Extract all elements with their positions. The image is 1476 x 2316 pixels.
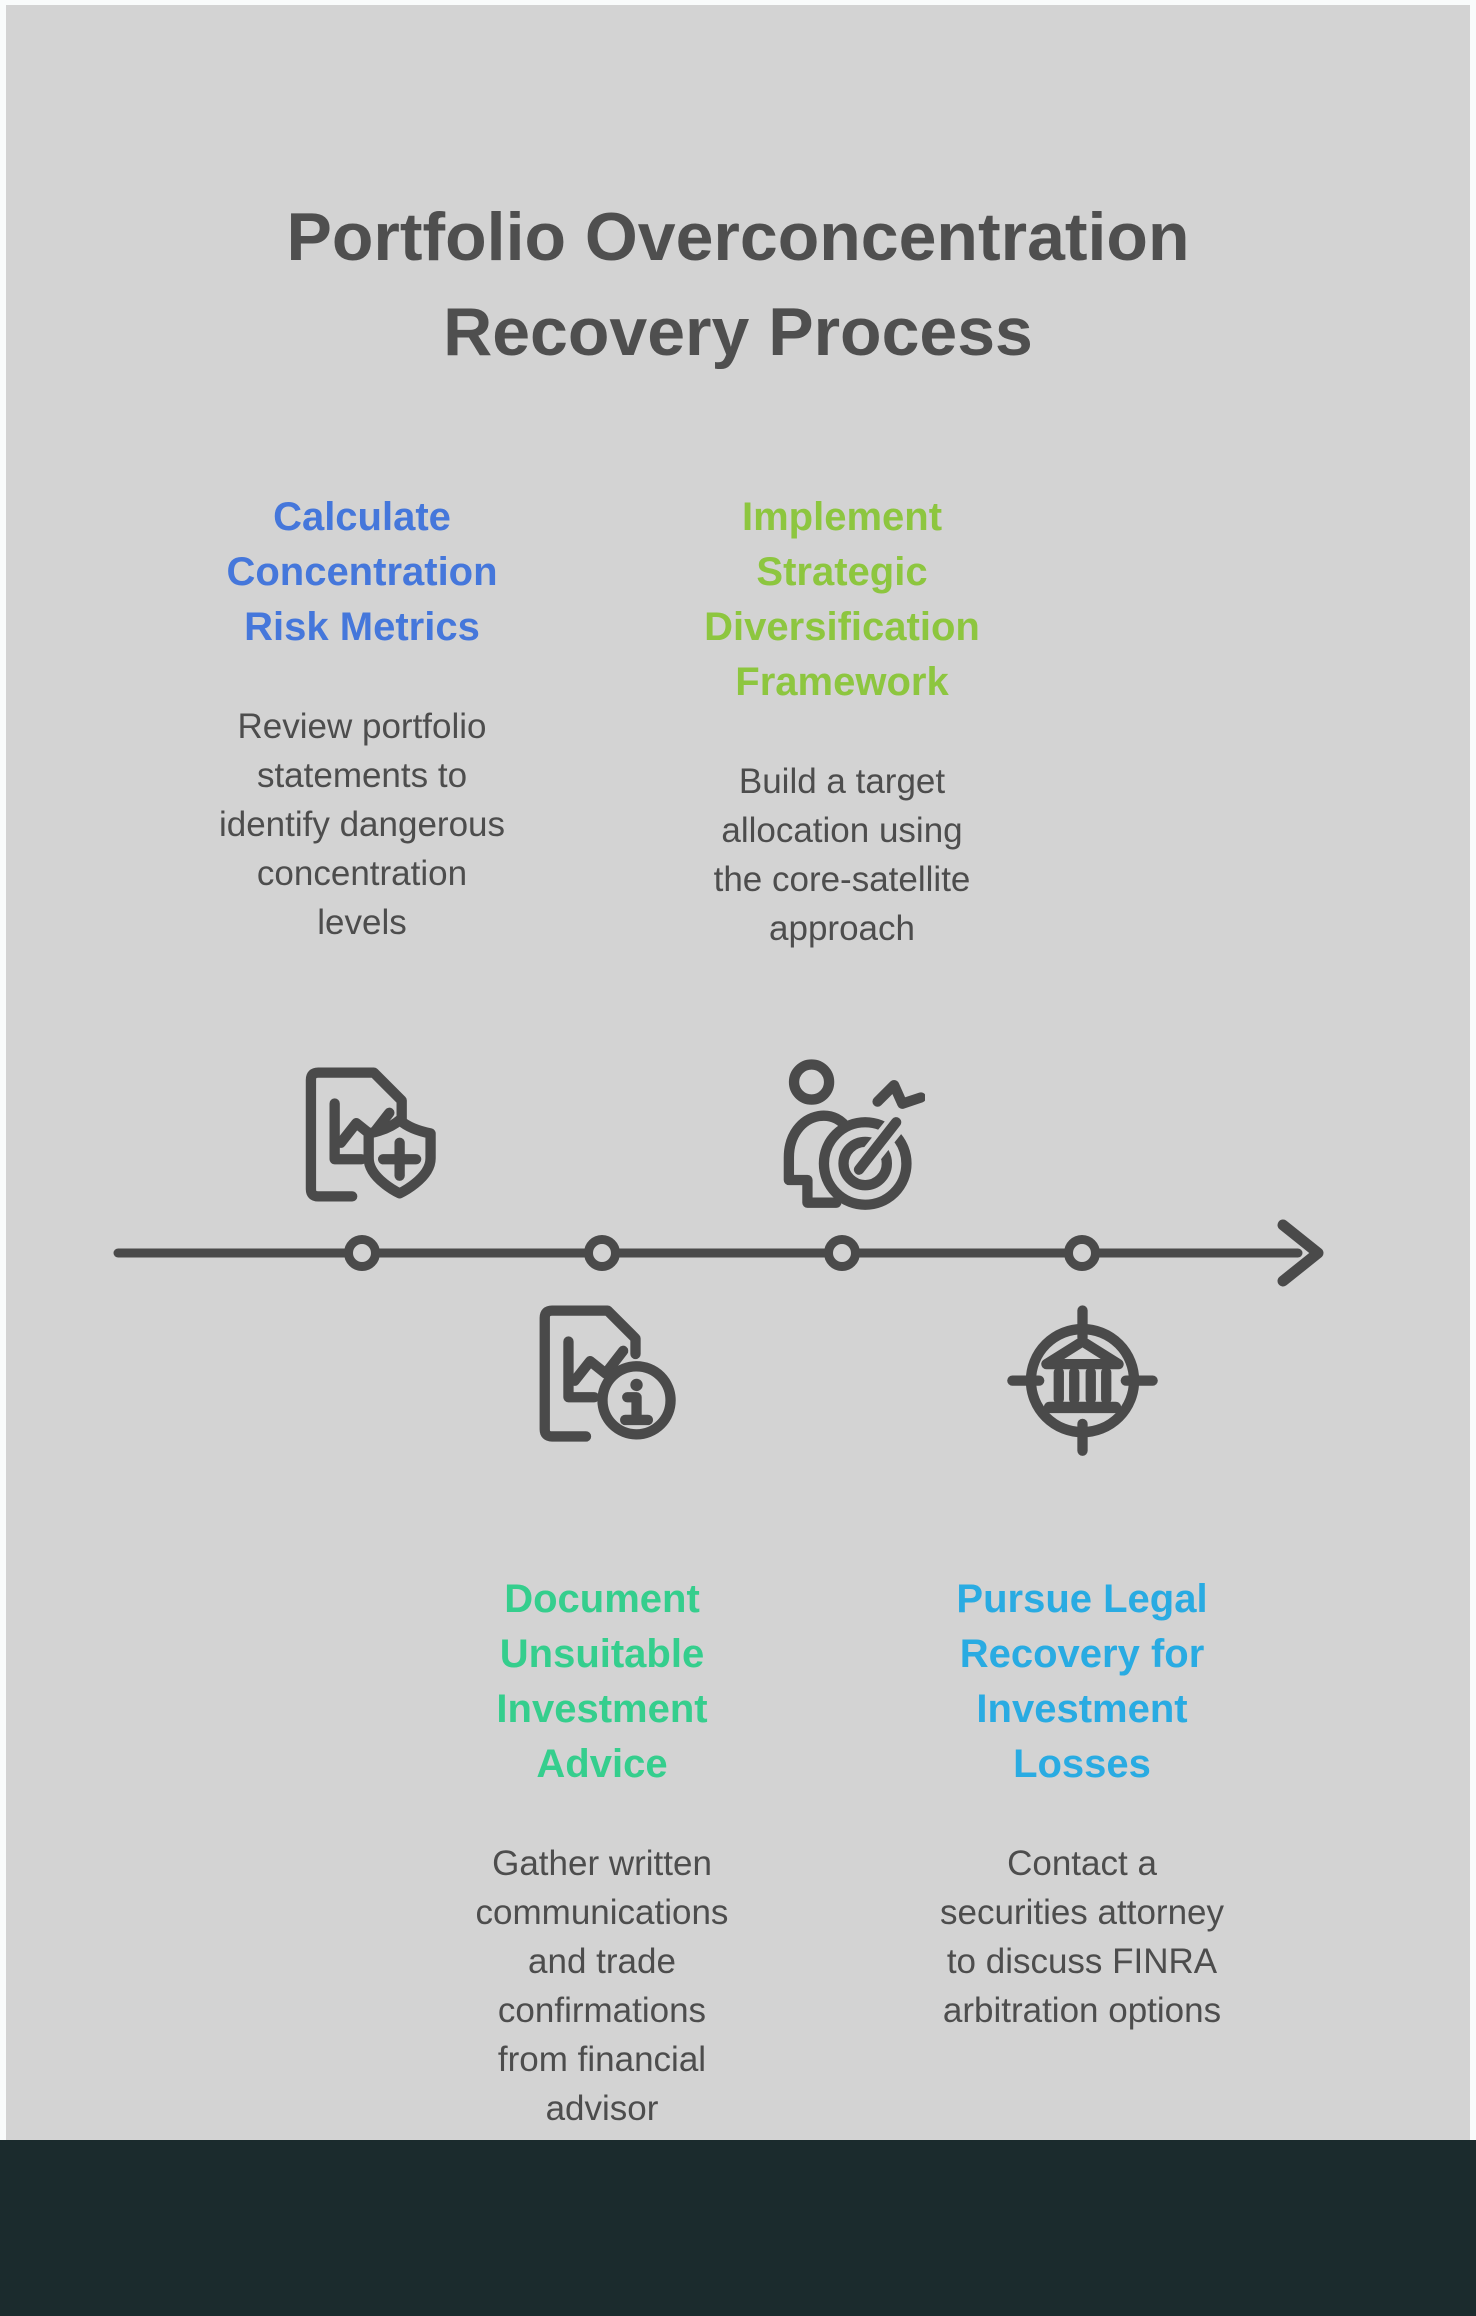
timeline-node-4 [1064, 1235, 1100, 1271]
document-chart-shield-plus-icon [305, 1067, 436, 1202]
step-title: Calculate Concentration Risk Metrics [226, 495, 498, 649]
timeline-node-3 [824, 1235, 860, 1271]
timeline-node-2 [584, 1235, 620, 1271]
step-document-unsuitable-advice: Document Unsuitable Investment Advice Ga… [402, 1572, 802, 2133]
timeline-arrow [113, 1219, 1324, 1287]
step-calculate-concentration-risk: Calculate Concentration Risk Metrics Rev… [162, 490, 562, 947]
footer-band [0, 2140, 1476, 2316]
step-description: Review portfolio statements to identify … [218, 707, 506, 942]
step-pursue-legal-recovery: Pursue Legal Recovery for Investment Los… [882, 1572, 1282, 2035]
step-description: Gather written communications and trade … [475, 1844, 729, 2128]
step-title: Pursue Legal Recovery for Investment Los… [956, 1577, 1208, 1786]
bank-crosshair-icon [1007, 1305, 1158, 1456]
page-title: Portfolio Overconcentration Recovery Pro… [286, 199, 1190, 370]
person-target-arrow-icon [783, 1059, 925, 1210]
step-description: Build a target allocation using the core… [713, 762, 971, 948]
infographic-canvas [6, 5, 1470, 2140]
step-implement-diversification: Implement Strategic Diversification Fram… [642, 490, 1042, 953]
step-description: Contact a securities attorney to discuss… [939, 1844, 1225, 2030]
document-chart-info-icon [539, 1305, 676, 1442]
step-title: Document Unsuitable Investment Advice [496, 1577, 708, 1786]
arrowhead-icon [1277, 1219, 1324, 1287]
timeline-node-1 [344, 1235, 380, 1271]
step-title: Implement Strategic Diversification Fram… [704, 495, 980, 704]
